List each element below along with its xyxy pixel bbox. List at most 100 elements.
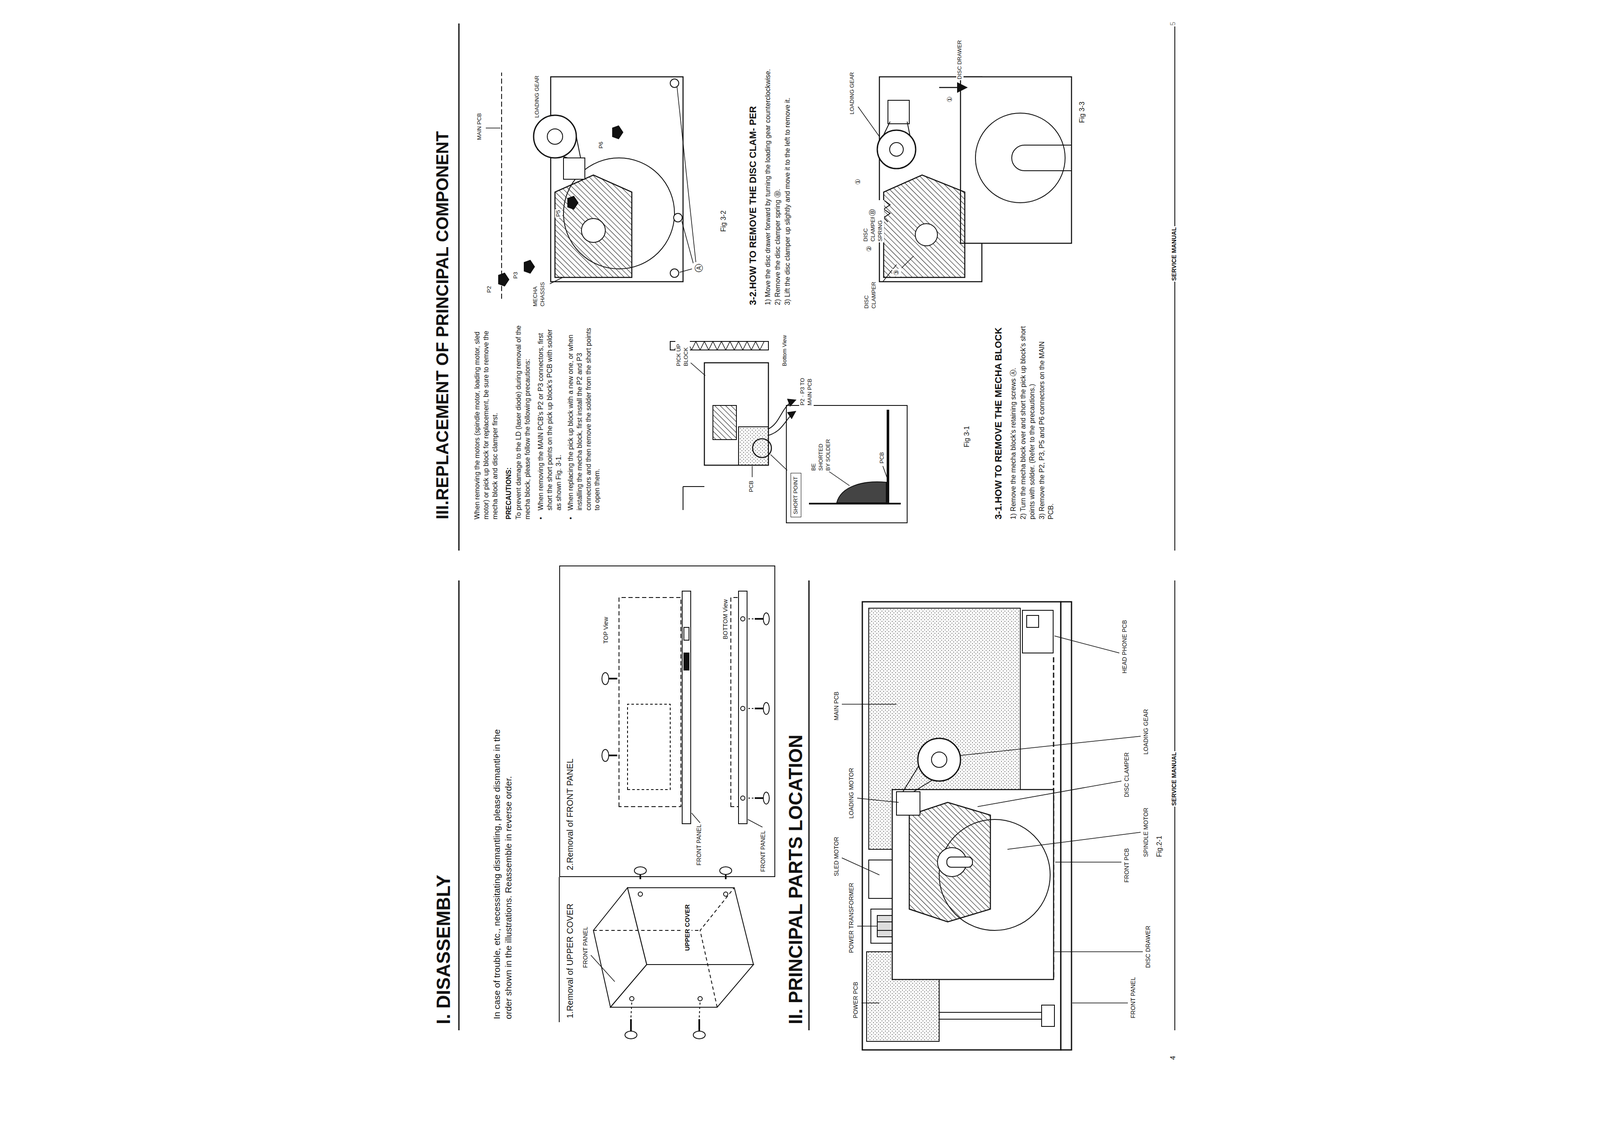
screw — [754, 618, 764, 620]
body-text: When removing the MAIN PCB's P2 or P3 co… — [536, 324, 564, 512]
callout-symbol: Ⓐ — [693, 262, 705, 274]
screw — [601, 749, 618, 762]
front-panel-figure — [601, 591, 770, 828]
mecha-block-figure — [567, 196, 579, 210]
screw — [601, 672, 618, 685]
front-panel-figure — [618, 597, 681, 807]
part-label: MECHA CHASSIS — [531, 279, 547, 308]
callout-number: ③ — [892, 268, 902, 277]
connector-label: P6 — [597, 140, 605, 150]
screw — [698, 1019, 701, 1032]
pick-up-figure — [882, 466, 888, 481]
screw — [754, 797, 764, 800]
subheading: 3-1.HOW TO REMOVE THE MECHA BLOCK — [992, 324, 1005, 521]
body-text: When replacing the pick up block with a … — [566, 324, 602, 512]
disc-clamper-figure — [1011, 145, 1072, 171]
screw — [634, 867, 647, 880]
callout-number: ② — [864, 245, 874, 253]
subheading: PRECAUTIONS: — [504, 466, 514, 521]
parts-location-figure — [931, 752, 947, 768]
pick-up-figure — [768, 400, 795, 430]
pick-up-figure — [768, 411, 795, 436]
leader-line — [1007, 832, 1141, 850]
figure-caption: Fig 3-2 — [719, 209, 729, 233]
view-label: BOTTOM View — [721, 598, 730, 641]
body-text: To prevent damage to the LD (laser diode… — [514, 324, 533, 521]
page-number: 5 — [1168, 20, 1178, 27]
part-label: FRONT PANEL — [1129, 976, 1137, 1020]
part-label: HEAD PHONE PCB — [1120, 619, 1129, 675]
figure-panel: 2.Removal of FRONT PANEL — [559, 565, 776, 878]
rule-lines — [458, 23, 460, 551]
screw — [747, 702, 770, 715]
figure-heading: 1.Removal of UPPER COVER — [564, 902, 576, 1020]
leader-line — [1054, 636, 1120, 654]
mecha-block-figure — [547, 128, 563, 145]
part-label: DISC DRAWER — [1144, 925, 1152, 970]
subheading: 3-2.HOW TO REMOVE THE DISC CLAM- PER — [747, 99, 760, 307]
screw — [601, 749, 609, 762]
pick-up-figure — [704, 362, 769, 466]
view-label: Bottom View — [781, 334, 789, 368]
note-text: BE SHORTED BY SOLDER — [810, 435, 833, 472]
pick-up-figure — [738, 426, 769, 466]
leader-line — [1072, 1002, 1128, 1004]
connector-label: P2 — [485, 285, 494, 294]
screw — [754, 707, 764, 710]
leader-line — [861, 1002, 880, 1004]
screw — [608, 754, 618, 757]
disc-clamper-figure — [882, 121, 891, 137]
part-label: LOADING GEAR — [1141, 708, 1150, 756]
figure-caption: Fig 3-1 — [962, 425, 972, 449]
upper-cover-figure — [610, 964, 754, 1008]
connector-label: P5 — [554, 209, 563, 218]
upper-cover-figure — [697, 996, 703, 1002]
part-label: PCB — [747, 479, 756, 494]
parts-location-figure — [1026, 615, 1039, 628]
disc-clamper-figure — [939, 87, 966, 89]
pick-up-figure — [827, 470, 850, 486]
disc-clamper-figure — [887, 100, 910, 124]
pick-up-figure — [751, 466, 753, 478]
leader-line — [841, 636, 1143, 1004]
screw — [630, 1019, 632, 1032]
mecha-block-figure — [498, 273, 509, 287]
rule-lines — [808, 580, 810, 1031]
front-panel-figure — [691, 813, 701, 824]
leader-line — [857, 798, 899, 803]
parts-location-figure — [939, 1012, 1042, 1014]
part-label: LOADING MOTOR — [847, 767, 856, 820]
disc-clamper-figure — [883, 175, 965, 278]
pick-up-figure — [690, 362, 706, 376]
part-label: SLED MOTOR — [832, 836, 841, 878]
view-label: TOP View — [601, 616, 610, 645]
section-heading: I. DISASSEMBLY — [431, 874, 456, 1026]
front-panel-figure — [740, 796, 745, 801]
leader-line — [858, 106, 880, 137]
part-label: P2 · P3 TO MAIN PCB — [799, 363, 814, 407]
screw — [624, 1001, 637, 1040]
parts-location-figure — [1060, 601, 1072, 1051]
screw — [747, 792, 770, 805]
body-text: In case of trouble, etc., necessitating … — [490, 711, 515, 1021]
parts-location-figure — [1041, 1005, 1055, 1027]
leader-line — [857, 925, 878, 927]
mecha-block-figure — [549, 277, 563, 284]
part-label: PICK UP BLOCK — [675, 334, 690, 368]
mecha-block-figure — [524, 260, 535, 274]
leader-line — [679, 268, 692, 273]
parts-location-figure — [946, 857, 973, 868]
mecha-block-figure — [673, 213, 683, 222]
leader-line — [841, 858, 880, 876]
part-label: FRONT PANEL — [581, 925, 590, 970]
part-label: POWER PCB — [851, 981, 860, 1020]
screw — [747, 797, 754, 799]
rule-lines — [558, 877, 560, 1023]
mecha-block-figure — [485, 127, 501, 129]
front-panel-figure — [730, 597, 739, 807]
front-panel-figure — [740, 616, 745, 622]
part-label: DISC CLAMPER SPRING — [862, 200, 885, 243]
step-text: 2) Remove the disc clamper spring Ⓑ. — [773, 65, 783, 307]
figure-caption: Fig 3-3 — [1077, 100, 1087, 124]
